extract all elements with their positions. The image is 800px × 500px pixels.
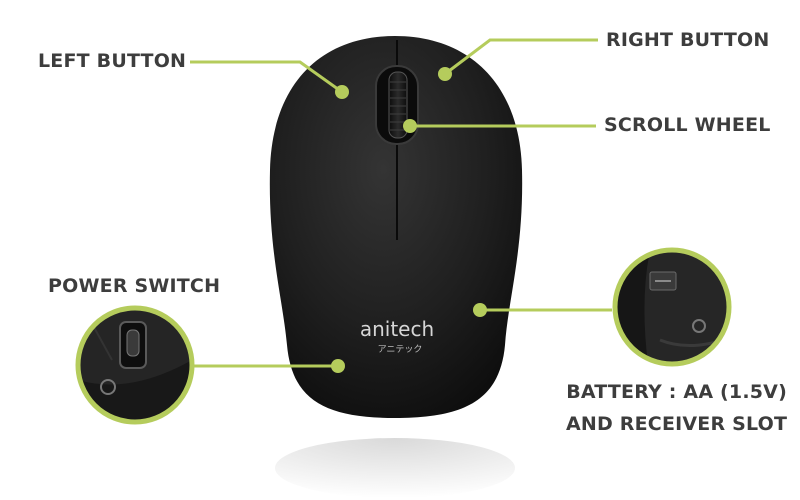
power-switch-label: POWER SWITCH: [48, 275, 221, 297]
mouse-body: [269, 36, 523, 418]
battery-release-icon: [692, 319, 706, 333]
brand-logo: anitech: [360, 317, 434, 341]
power-indicator-icon: [100, 379, 116, 395]
battery-inset: [612, 247, 732, 367]
power-switch-dot: [331, 359, 345, 373]
battery-dot: [473, 303, 487, 317]
right-button-label: RIGHT BUTTON: [606, 29, 770, 51]
mouse-reflection: [275, 438, 515, 498]
scroll-wheel-label: SCROLL WHEEL: [604, 114, 771, 136]
battery-label: BATTERY : AA (1.5V) AND RECEIVER SLOT: [566, 376, 787, 440]
scroll-wheel-dot: [403, 119, 417, 133]
right-button-pointer: [444, 38, 598, 76]
brand-subtitle: アニテック: [378, 344, 423, 355]
battery-label-line1: BATTERY : AA (1.5V): [566, 381, 787, 403]
left-button-label: LEFT BUTTON: [38, 50, 187, 72]
battery-label-line2: AND RECEIVER SLOT: [566, 413, 788, 435]
power-switch-knob: [126, 329, 140, 357]
power-switch-inset: [75, 305, 195, 425]
left-button-pointer: [190, 60, 343, 94]
right-button-dot: [438, 67, 452, 81]
left-button-dot: [335, 85, 349, 99]
